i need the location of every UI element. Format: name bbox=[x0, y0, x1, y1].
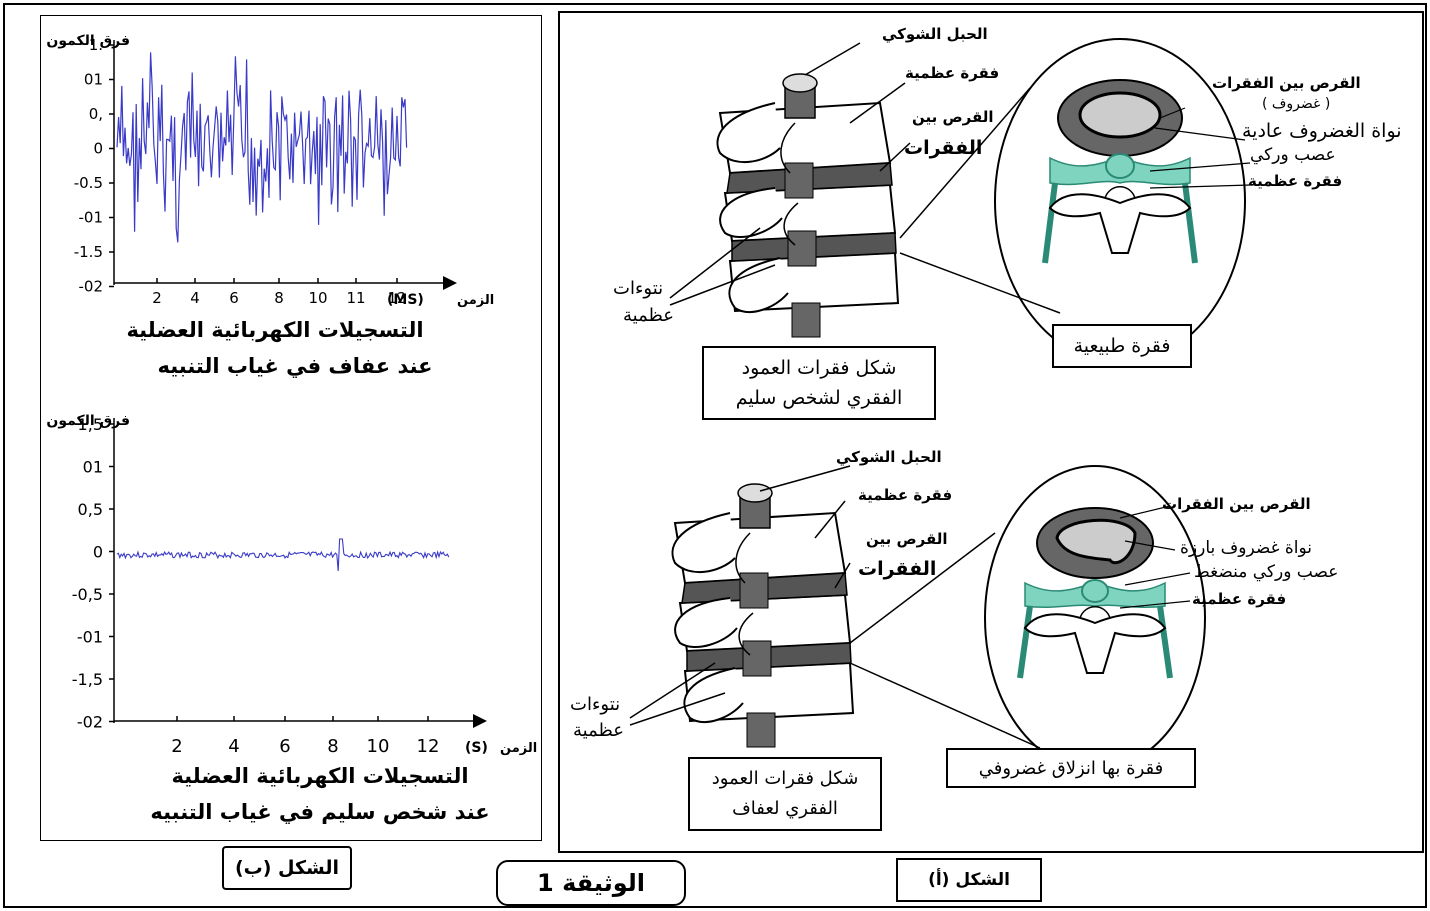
caption-healthy-spine-line1: شكل فقرات العمود bbox=[742, 353, 897, 383]
y-tick-label: 0, bbox=[89, 105, 103, 123]
x-tick-label: 10 bbox=[367, 736, 390, 757]
y-tick-label: 0 bbox=[93, 140, 103, 158]
zoom-label-vertebra-patient: فقرة عظمية bbox=[1192, 590, 1286, 608]
emg-signal-healthy bbox=[117, 539, 449, 571]
label-disc-patient-1: القرص بين bbox=[866, 530, 948, 548]
label-processes-2: عظمية bbox=[623, 305, 674, 326]
x-axis-label: الزمن bbox=[457, 293, 494, 308]
y-tick-label: 01 bbox=[84, 71, 103, 89]
emg-signal-afaf bbox=[117, 52, 407, 242]
zoom-label-nucleus: نواة الغضروف عادية bbox=[1242, 120, 1402, 142]
caption-patient-spine-line2: الفقري لعفاف bbox=[732, 794, 838, 824]
y-tick-label: 01 bbox=[83, 458, 103, 477]
y-tick-label: -02 bbox=[77, 713, 103, 732]
zoom-label-disc-patient: القرص بين الفقرات bbox=[1162, 495, 1311, 513]
y-tick-label: -0.5 bbox=[74, 174, 103, 192]
caption-top-line2: عند عفاف في غياب التنبيه bbox=[150, 354, 440, 378]
x-tick-label: 2 bbox=[171, 736, 182, 757]
y-tick-label: -1,5 bbox=[72, 670, 103, 689]
caption-bottom-line1: التسجيلات الكهربائية العضلية bbox=[150, 764, 490, 788]
x-tick-label: 4 bbox=[228, 736, 239, 757]
y-tick-label: 0,5 bbox=[78, 500, 103, 519]
label-vertebra-patient: فقرة عظمية bbox=[858, 486, 952, 504]
x-tick-label: 12 bbox=[417, 736, 440, 757]
x-tick-label: 10 bbox=[308, 289, 327, 307]
figure-b-label: الشكل (ب) bbox=[222, 846, 352, 890]
x-tick-label: 6 bbox=[279, 736, 290, 757]
x-axis-label: الزمن bbox=[500, 741, 537, 756]
y-tick-label: 0 bbox=[93, 543, 103, 562]
y-tick-label: -02 bbox=[79, 278, 104, 296]
x-tick-label: 11 bbox=[346, 289, 365, 307]
x-axis-unit: (S) bbox=[465, 740, 488, 756]
y-axis-label: فرق الكمون (MV) bbox=[45, 33, 130, 49]
label-processes-1: نتوءات bbox=[613, 278, 663, 299]
y-tick-label: -01 bbox=[79, 209, 104, 227]
x-tick-label: 2 bbox=[152, 289, 162, 307]
caption-healthy-spine: شكل فقرات العمود الفقري لشخص سليم bbox=[702, 346, 936, 420]
x-tick-label: 8 bbox=[274, 289, 284, 307]
figure-a-label: الشكل (أ) bbox=[896, 858, 1042, 902]
zoom-label-vertebra: فقرة عظمية bbox=[1248, 172, 1342, 190]
label-processes-patient-2: عظمية bbox=[573, 720, 624, 741]
y-axis-label: فرق الكمون (MV) bbox=[45, 413, 130, 429]
x-tick-label: 4 bbox=[190, 289, 200, 307]
label-disc-2: الفقرات bbox=[904, 137, 982, 159]
caption-top-line1: التسجيلات الكهربائية العضلية bbox=[110, 318, 440, 342]
y-tick-label: -01 bbox=[77, 628, 103, 647]
y-tick-label: -1.5 bbox=[74, 243, 103, 261]
caption-patient-spine-line1: شكل فقرات العمود bbox=[712, 764, 859, 794]
label-disc-1: القرص بين bbox=[912, 108, 994, 126]
caption-herniated-vertebra: فقرة بها انزلاق غضروفي bbox=[946, 748, 1196, 788]
label-processes-patient-1: نتوءات bbox=[570, 694, 620, 715]
x-tick-label: 6 bbox=[229, 289, 239, 307]
label-spinal-cord-patient: الحبل الشوكي bbox=[836, 448, 942, 466]
x-tick-label: 8 bbox=[327, 736, 338, 757]
zoom-label-cartilage: ( غضروف ) bbox=[1262, 96, 1330, 112]
caption-normal-vertebra: فقرة طبيعية bbox=[1052, 324, 1192, 368]
document-title: الوثيقة 1 bbox=[496, 860, 686, 906]
emg-chart-bottom: 1,5010,50-0,5-01-1,5-02 24681012 فرق الك… bbox=[45, 398, 540, 768]
zoom-label-disc: القرص بين الفقرات bbox=[1212, 74, 1361, 92]
caption-healthy-spine-line2: الفقري لشخص سليم bbox=[736, 383, 903, 413]
y-tick-label: -0,5 bbox=[72, 585, 103, 604]
x-axis-unit: (MS) bbox=[387, 292, 424, 308]
zoom-label-nerve: عصب وركي bbox=[1250, 145, 1336, 165]
label-spinal-cord: الحبل الشوكي bbox=[882, 25, 988, 43]
zoom-label-nucleus-patient: نواة غضروف بارزة bbox=[1180, 538, 1312, 558]
label-disc-patient-2: الفقرات bbox=[858, 558, 936, 580]
caption-patient-spine: شكل فقرات العمود الفقري لعفاف bbox=[688, 757, 882, 831]
label-vertebra: فقرة عظمية bbox=[905, 64, 999, 82]
zoom-label-nerve-patient: عصب وركي منضغط bbox=[1194, 562, 1338, 582]
caption-bottom-line2: عند شخص سليم في غياب التنبيه bbox=[150, 800, 490, 824]
